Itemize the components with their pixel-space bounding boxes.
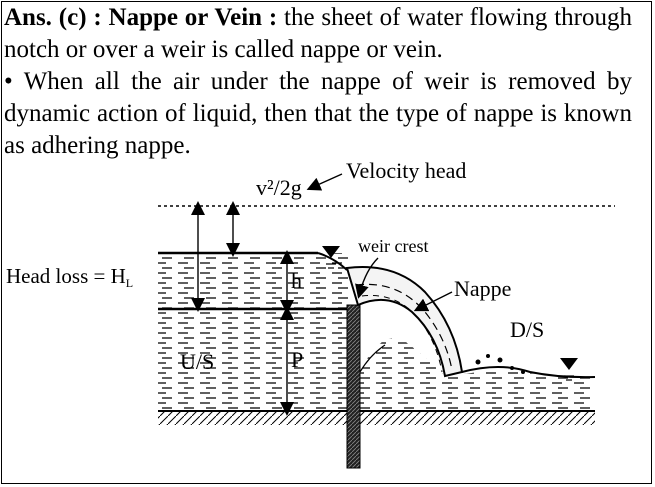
p-label: P <box>291 347 303 372</box>
velocity-head-label: Velocity head <box>346 158 466 183</box>
answer-term: Nappe or Vein : <box>108 4 278 31</box>
answer-definition: the sheet of water flowing through notch… <box>4 4 632 63</box>
bullet-icon: • <box>4 68 13 95</box>
bullet-text: When all the air under the nappe of weir… <box>4 68 632 159</box>
answer-prefix: Ans. (c) : <box>4 4 109 31</box>
us-label: U/S <box>180 349 214 374</box>
nappe-pointer <box>413 291 453 312</box>
upstream-water <box>158 251 350 411</box>
weir-crest-pointer <box>355 257 379 299</box>
head-loss-subscript: L <box>126 276 133 290</box>
downstream-water <box>359 338 596 411</box>
nappe-label: Nappe <box>454 276 511 301</box>
weir-crest-label: weir crest <box>358 236 428 256</box>
velocity-head-formula: v²/2g <box>256 175 302 200</box>
weir-plate <box>346 304 361 469</box>
upstream-level-icon <box>322 246 340 258</box>
velocity-head-pointer <box>306 173 343 191</box>
answer-paragraph: Ans. (c) : Nappe or Vein : the sheet of … <box>4 2 632 66</box>
head-loss-label: Head loss = HL <box>6 264 133 290</box>
answer-bullet-point: • When all the air under the nappe of we… <box>4 66 632 162</box>
ds-label: D/S <box>510 317 544 342</box>
channel-bed <box>158 410 595 425</box>
downstream-level-icon <box>560 358 578 370</box>
head-loss-text: Head loss = H <box>6 264 126 288</box>
answer-text: Ans. (c) : Nappe or Vein : the sheet of … <box>4 2 632 162</box>
h-label: h <box>291 268 302 293</box>
